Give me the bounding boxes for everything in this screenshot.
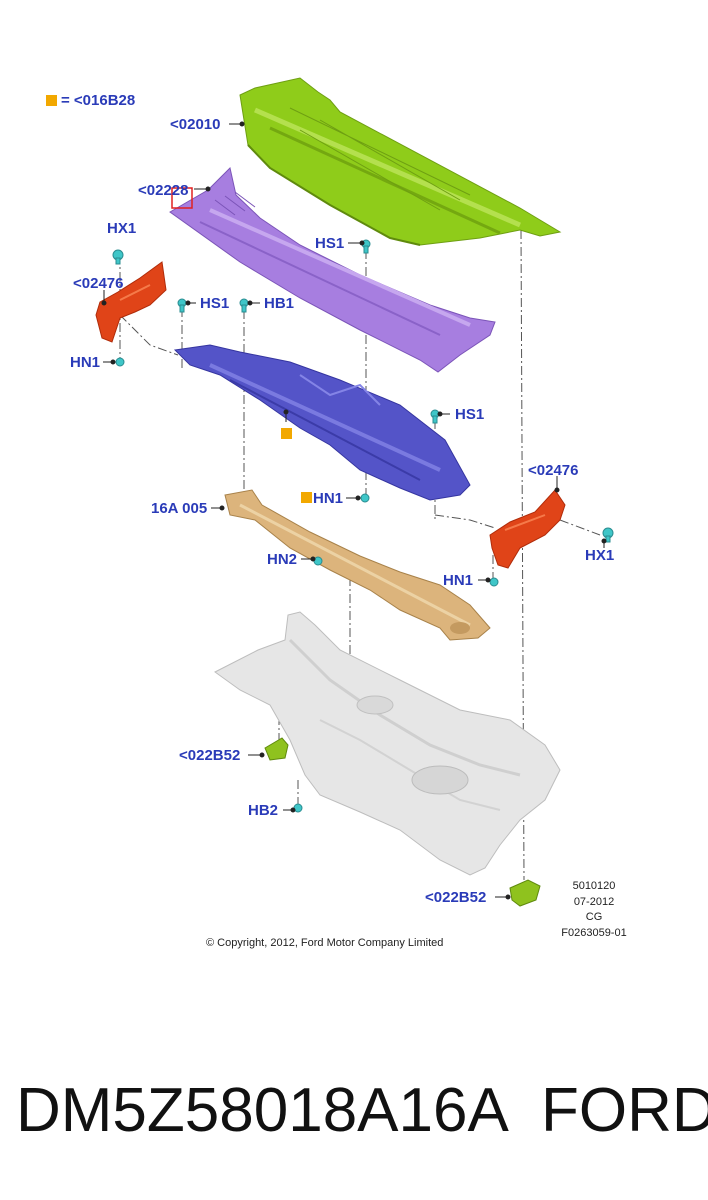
meta-figure-id: F0263059-01 bbox=[561, 926, 627, 939]
callout-hs1-top[interactable]: HS1 bbox=[315, 235, 345, 252]
callout-hs1-mid[interactable]: HS1 bbox=[200, 295, 230, 312]
material-marker bbox=[281, 428, 292, 439]
legend-symbol bbox=[46, 95, 57, 106]
callout-hx1-left[interactable]: HX1 bbox=[107, 220, 137, 237]
small-bracket-left bbox=[264, 737, 289, 761]
highlight-box bbox=[171, 187, 193, 209]
callout-hb1[interactable]: HB1 bbox=[264, 295, 295, 312]
callout-02476-right[interactable]: <02476 bbox=[528, 462, 579, 479]
leader-lines bbox=[101, 121, 607, 900]
cowl-vent-grille bbox=[169, 167, 496, 373]
meta-date: 07-2012 bbox=[573, 895, 615, 908]
callout-hb2[interactable]: HB2 bbox=[248, 802, 279, 819]
legend-text: = <016B28 bbox=[61, 92, 136, 109]
meta-illustration-number: 5010120 bbox=[572, 880, 616, 892]
callout-hx1-right[interactable]: HX1 bbox=[585, 547, 615, 564]
brand-name: FORD bbox=[541, 1076, 708, 1145]
material-marker bbox=[301, 492, 312, 503]
copyright-notice: © Copyright, 2012, Ford Motor Company Li… bbox=[206, 937, 444, 949]
callout-02476-left[interactable]: <02476 bbox=[73, 275, 124, 292]
callout-hn1-right[interactable]: HN1 bbox=[443, 572, 474, 589]
callout-02228[interactable]: <02228 bbox=[138, 182, 189, 199]
parts-diagram bbox=[95, 77, 614, 907]
callout-hn1-center[interactable]: HN1 bbox=[313, 490, 344, 507]
cowl-top-panel bbox=[239, 77, 562, 246]
diagram-meta: 5010120 07-2012 CG F0263059-01 bbox=[555, 879, 633, 941]
part-number: DM5Z58018A16A bbox=[16, 1076, 509, 1145]
left-bracket bbox=[95, 261, 167, 343]
callout-hs1-right[interactable]: HS1 bbox=[455, 406, 485, 423]
callout-022b52-right[interactable]: <022B52 bbox=[425, 889, 487, 906]
callout-hn2[interactable]: HN2 bbox=[267, 551, 298, 568]
dash-panel bbox=[214, 611, 561, 876]
callout-02010[interactable]: <02010 bbox=[170, 116, 221, 133]
callout-022b52-left[interactable]: <022B52 bbox=[179, 747, 241, 764]
meta-code: CG bbox=[585, 911, 603, 923]
small-bracket-right bbox=[509, 879, 541, 907]
callout-16a005[interactable]: 16A 005 bbox=[151, 500, 208, 517]
cowl-reinforcement bbox=[224, 489, 491, 641]
right-bracket bbox=[489, 489, 566, 569]
callout-hn1-left[interactable]: HN1 bbox=[70, 354, 101, 371]
cowl-panel bbox=[173, 344, 471, 501]
